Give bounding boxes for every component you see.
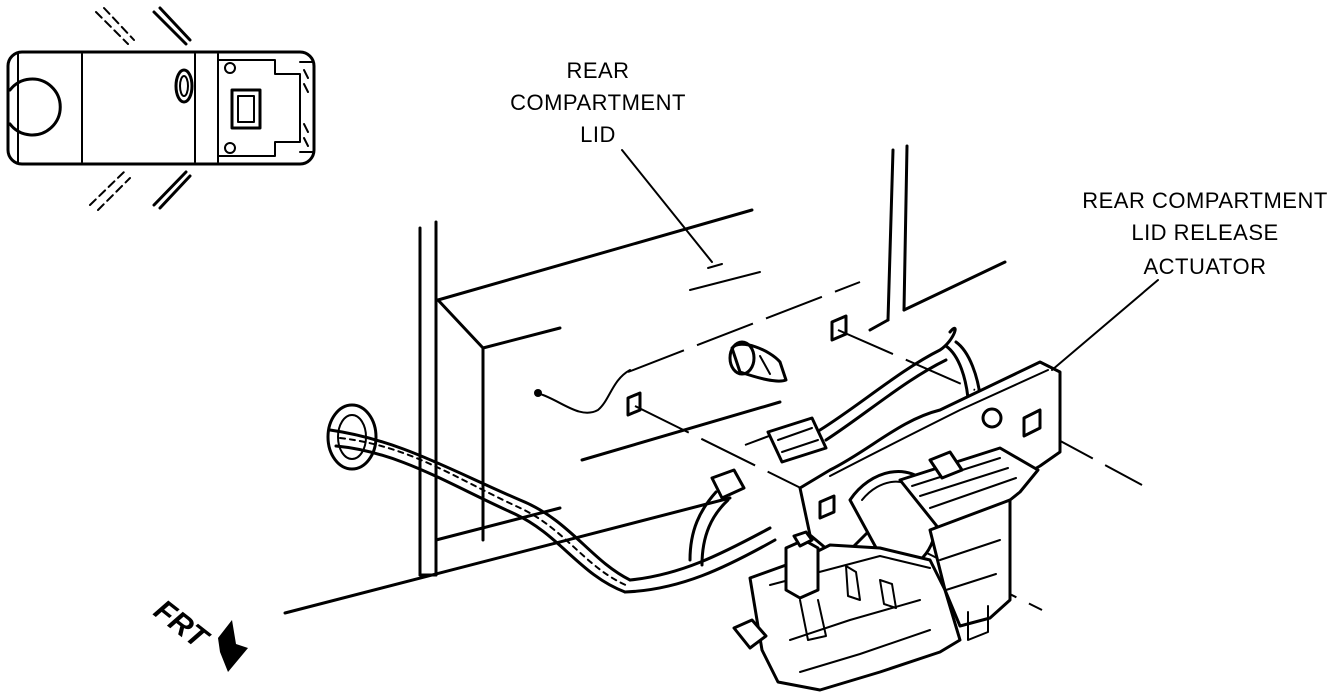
svg-text:ACTUATOR: ACTUATOR <box>1144 254 1267 279</box>
rear-compartment-lid-panel <box>283 144 1007 615</box>
svg-text:COMPARTMENT: COMPARTMENT <box>510 90 686 115</box>
front-direction-indicator: FRT <box>148 594 248 672</box>
front-direction-arrow-icon <box>218 620 248 672</box>
wiring-harness <box>328 369 777 594</box>
svg-text:REAR COMPARTMENT: REAR COMPARTMENT <box>1082 188 1328 213</box>
svg-text:LID: LID <box>580 122 616 147</box>
label-rear-compartment-lid: REAR COMPARTMENT LID <box>510 58 686 147</box>
front-label: FRT <box>148 594 216 657</box>
lid-bumper-clip <box>728 340 788 383</box>
harness-connector <box>766 326 982 464</box>
mounting-holes <box>626 314 848 417</box>
leader-lines <box>621 149 1159 371</box>
svg-text:REAR: REAR <box>566 58 629 83</box>
label-lid-release-actuator: REAR COMPARTMENT LID RELEASE ACTUATOR <box>1082 188 1328 279</box>
vehicle-top-view-icon <box>6 6 316 211</box>
lid-release-actuator <box>732 360 1062 692</box>
svg-text:LID RELEASE: LID RELEASE <box>1131 220 1278 245</box>
